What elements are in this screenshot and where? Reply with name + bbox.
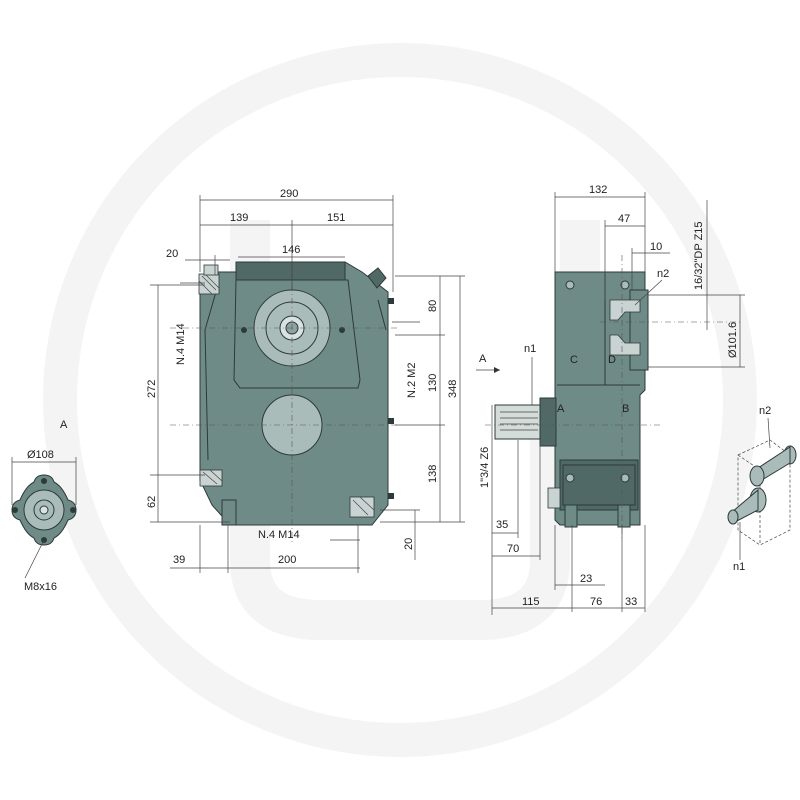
flange-view: A Ø108 M8x16 bbox=[11, 419, 77, 593]
label-n2: n2 bbox=[657, 268, 669, 280]
dim-151: 151 bbox=[327, 212, 345, 224]
flange-bolt: M8x16 bbox=[24, 581, 57, 593]
dim-20-top: 20 bbox=[166, 248, 178, 260]
dim-thread-m2: N.2 M2 bbox=[406, 363, 418, 398]
vent-plug bbox=[367, 267, 387, 289]
face-label-c: C bbox=[570, 354, 578, 366]
top-cover bbox=[235, 261, 346, 281]
dim-272: 272 bbox=[146, 380, 158, 398]
label-n1: n1 bbox=[524, 343, 536, 355]
dim-348: 348 bbox=[447, 380, 459, 398]
flange-view-title: A bbox=[60, 419, 68, 431]
dim-39: 39 bbox=[173, 554, 185, 566]
dim-139: 139 bbox=[230, 212, 248, 224]
dim-33: 33 bbox=[625, 596, 637, 608]
flange-diameter: Ø108 bbox=[27, 449, 54, 461]
side-view: C D A B A n1 n2 132 47 10 16/32"DP Z15 Ø… bbox=[476, 184, 745, 615]
dim-138: 138 bbox=[427, 465, 439, 483]
dim-80: 80 bbox=[427, 300, 439, 312]
dim-10: 10 bbox=[650, 241, 662, 253]
rotation-label-n2: n2 bbox=[759, 405, 771, 417]
dim-70: 70 bbox=[507, 543, 519, 555]
spline-spec: 16/32"DP Z15 bbox=[693, 221, 705, 290]
upper-panel bbox=[233, 279, 361, 389]
rotation-diagram: n2 n1 bbox=[727, 405, 797, 573]
side-foot bbox=[559, 459, 639, 511]
dim-115: 115 bbox=[522, 596, 540, 608]
dim-20-foot: 20 bbox=[403, 538, 415, 550]
front-view: 290 139 151 20 146 N.4 M14 272 62 80 N.2… bbox=[146, 188, 465, 573]
dim-76: 76 bbox=[590, 596, 602, 608]
dim-130: 130 bbox=[427, 374, 439, 392]
dim-200: 200 bbox=[278, 554, 296, 566]
face-label-a: A bbox=[557, 403, 565, 415]
face-label-d: D bbox=[608, 354, 616, 366]
dim-47: 47 bbox=[618, 213, 630, 225]
dim-bolt-bottom: N.4 M14 bbox=[258, 529, 300, 541]
dim-146: 146 bbox=[282, 244, 300, 256]
dim-bolt-top: N.4 M14 bbox=[175, 323, 187, 365]
shaft-spec: 1"3/4 Z6 bbox=[479, 447, 491, 488]
dim-290: 290 bbox=[280, 188, 298, 200]
dim-62: 62 bbox=[146, 496, 158, 508]
dim-23: 23 bbox=[580, 573, 592, 585]
input-shaft bbox=[494, 404, 541, 440]
foot-left bbox=[221, 499, 237, 526]
dim-35: 35 bbox=[496, 519, 508, 531]
view-arrow-label: A bbox=[479, 353, 487, 365]
dim-132: 132 bbox=[589, 184, 607, 196]
face-label-b: B bbox=[622, 403, 629, 415]
rotation-label-n1: n1 bbox=[733, 561, 745, 573]
dim-diameter-101: Ø101.6 bbox=[727, 322, 739, 358]
